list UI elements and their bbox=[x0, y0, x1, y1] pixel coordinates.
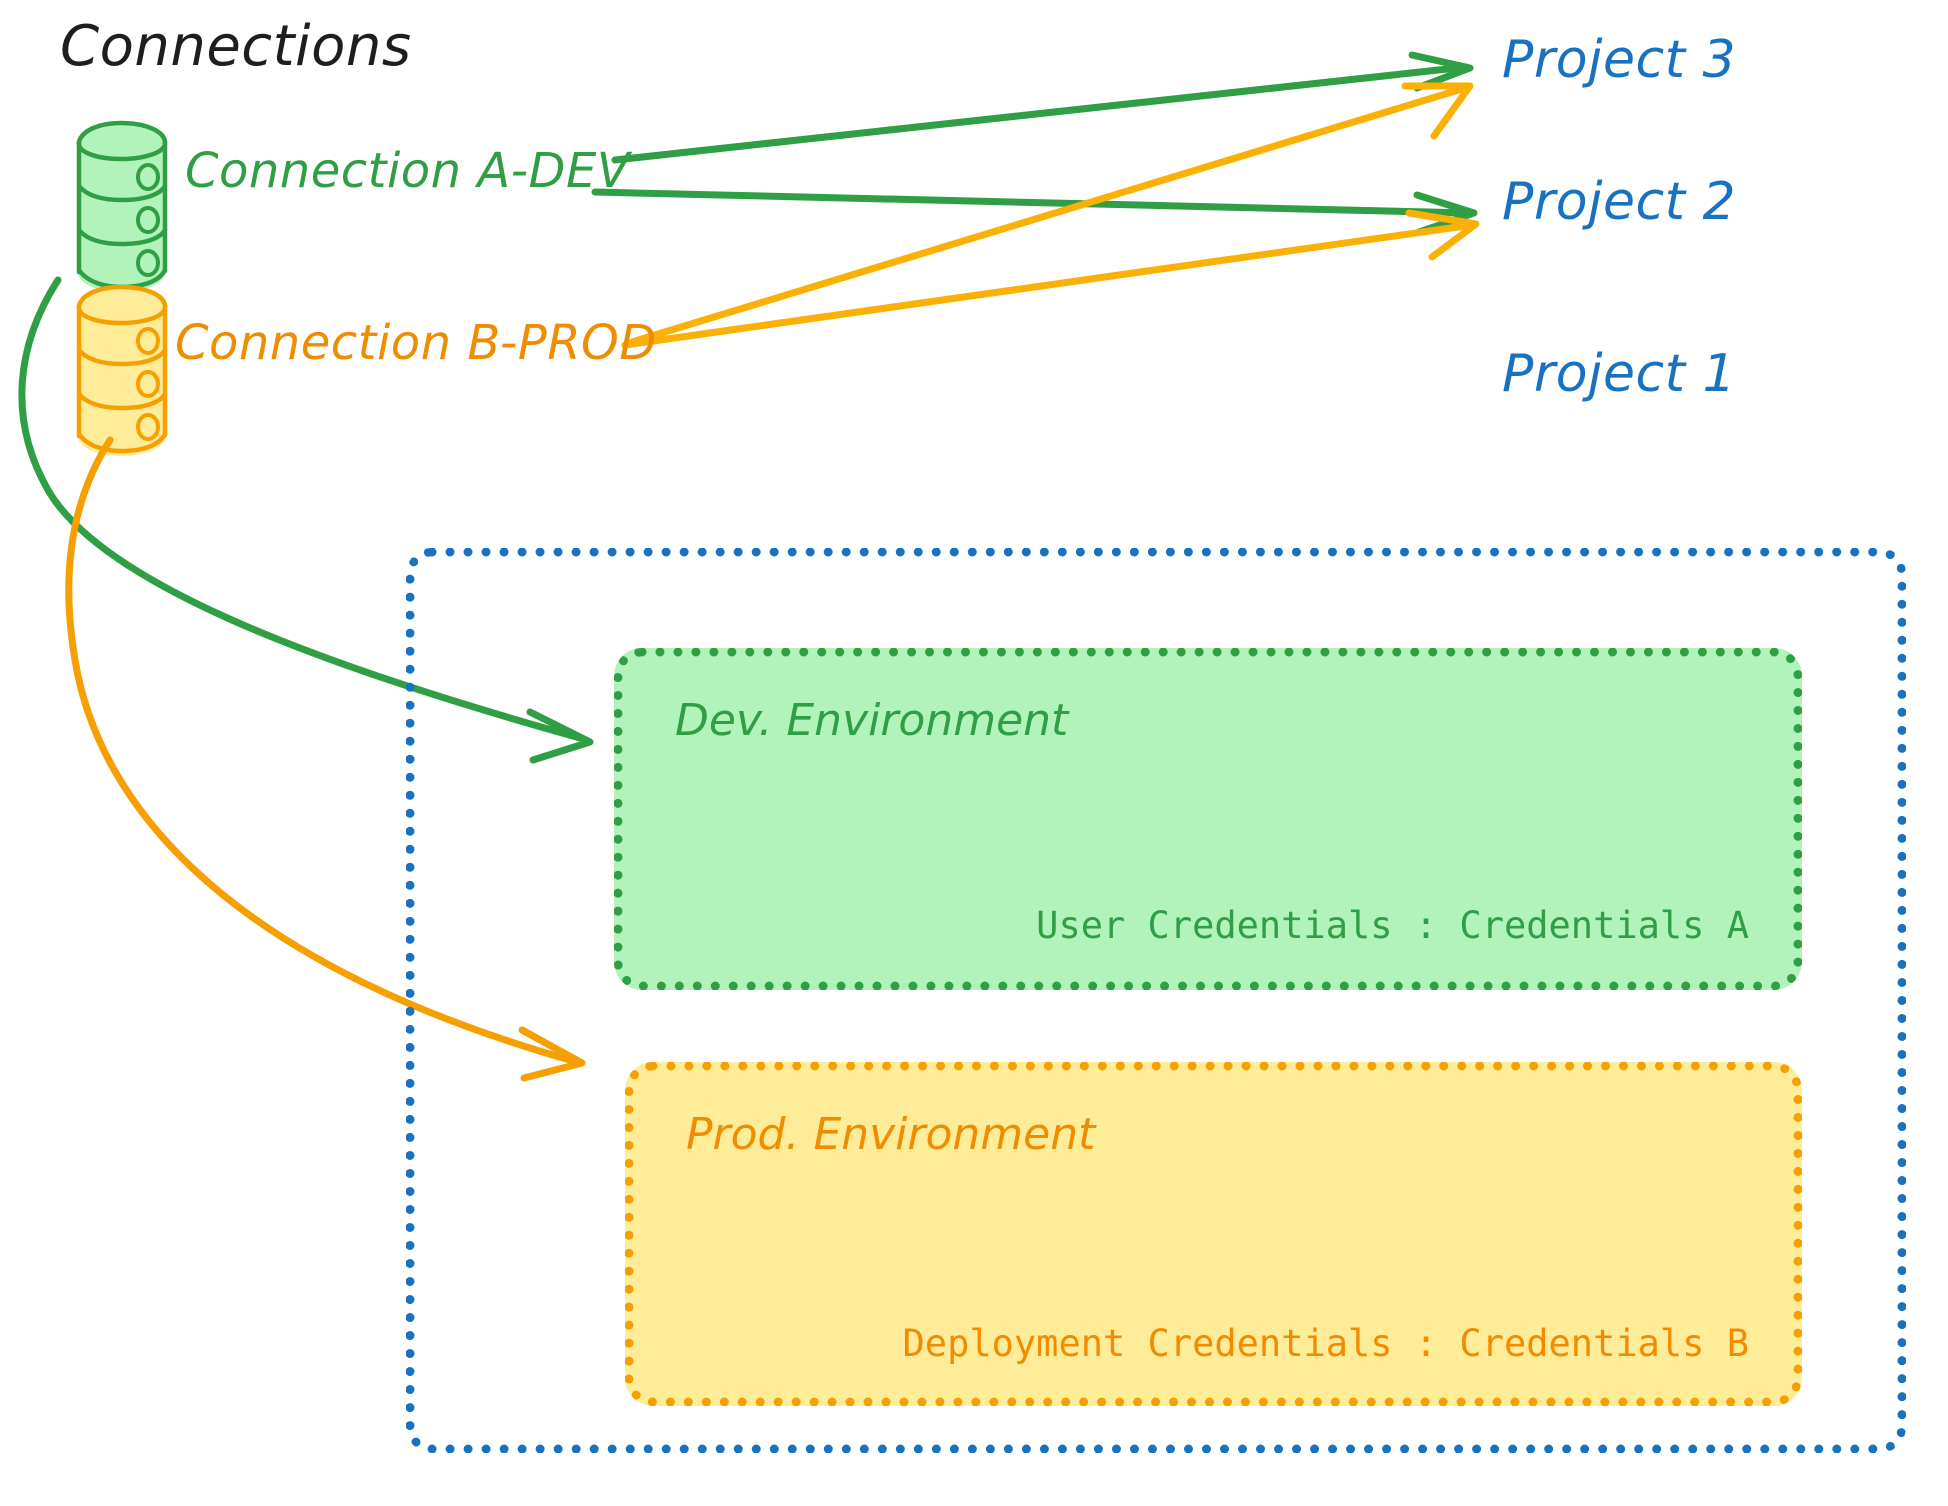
project-label-project-3[interactable]: Project 3 bbox=[1502, 30, 1737, 90]
connection-label-b-prod[interactable]: Connection B-PROD bbox=[175, 315, 657, 371]
project-label-project-2[interactable]: Project 2 bbox=[1502, 172, 1737, 232]
prod-environment-credentials: Deployment Credentials : Credentials B bbox=[902, 1322, 1749, 1365]
edge-b-prod-to-project-2 bbox=[621, 209, 1480, 349]
database-cylinder-icon-b bbox=[76, 284, 168, 456]
connection-label-a-dev[interactable]: Connection A-DEV bbox=[185, 143, 631, 199]
edge-a-dev-to-project-3 bbox=[611, 51, 1474, 164]
page-title: Connections bbox=[60, 14, 412, 79]
project-label-project-1[interactable]: Project 1 bbox=[1502, 344, 1737, 404]
prod-environment-box[interactable]: Prod. Environment Deployment Credentials… bbox=[625, 1062, 1802, 1406]
dev-environment-box[interactable]: Dev. Environment User Credentials : Cred… bbox=[614, 648, 1802, 990]
dev-environment-title: Dev. Environment bbox=[675, 695, 1069, 746]
edge-a-dev-to-project-2 bbox=[591, 188, 1478, 236]
database-cylinder-icon-a bbox=[76, 120, 168, 292]
project-1-container bbox=[406, 548, 1906, 1453]
prod-environment-title: Prod. Environment bbox=[686, 1109, 1096, 1160]
edge-b-prod-to-project-3 bbox=[628, 82, 1474, 346]
dev-environment-credentials: User Credentials : Credentials A bbox=[1036, 904, 1749, 947]
